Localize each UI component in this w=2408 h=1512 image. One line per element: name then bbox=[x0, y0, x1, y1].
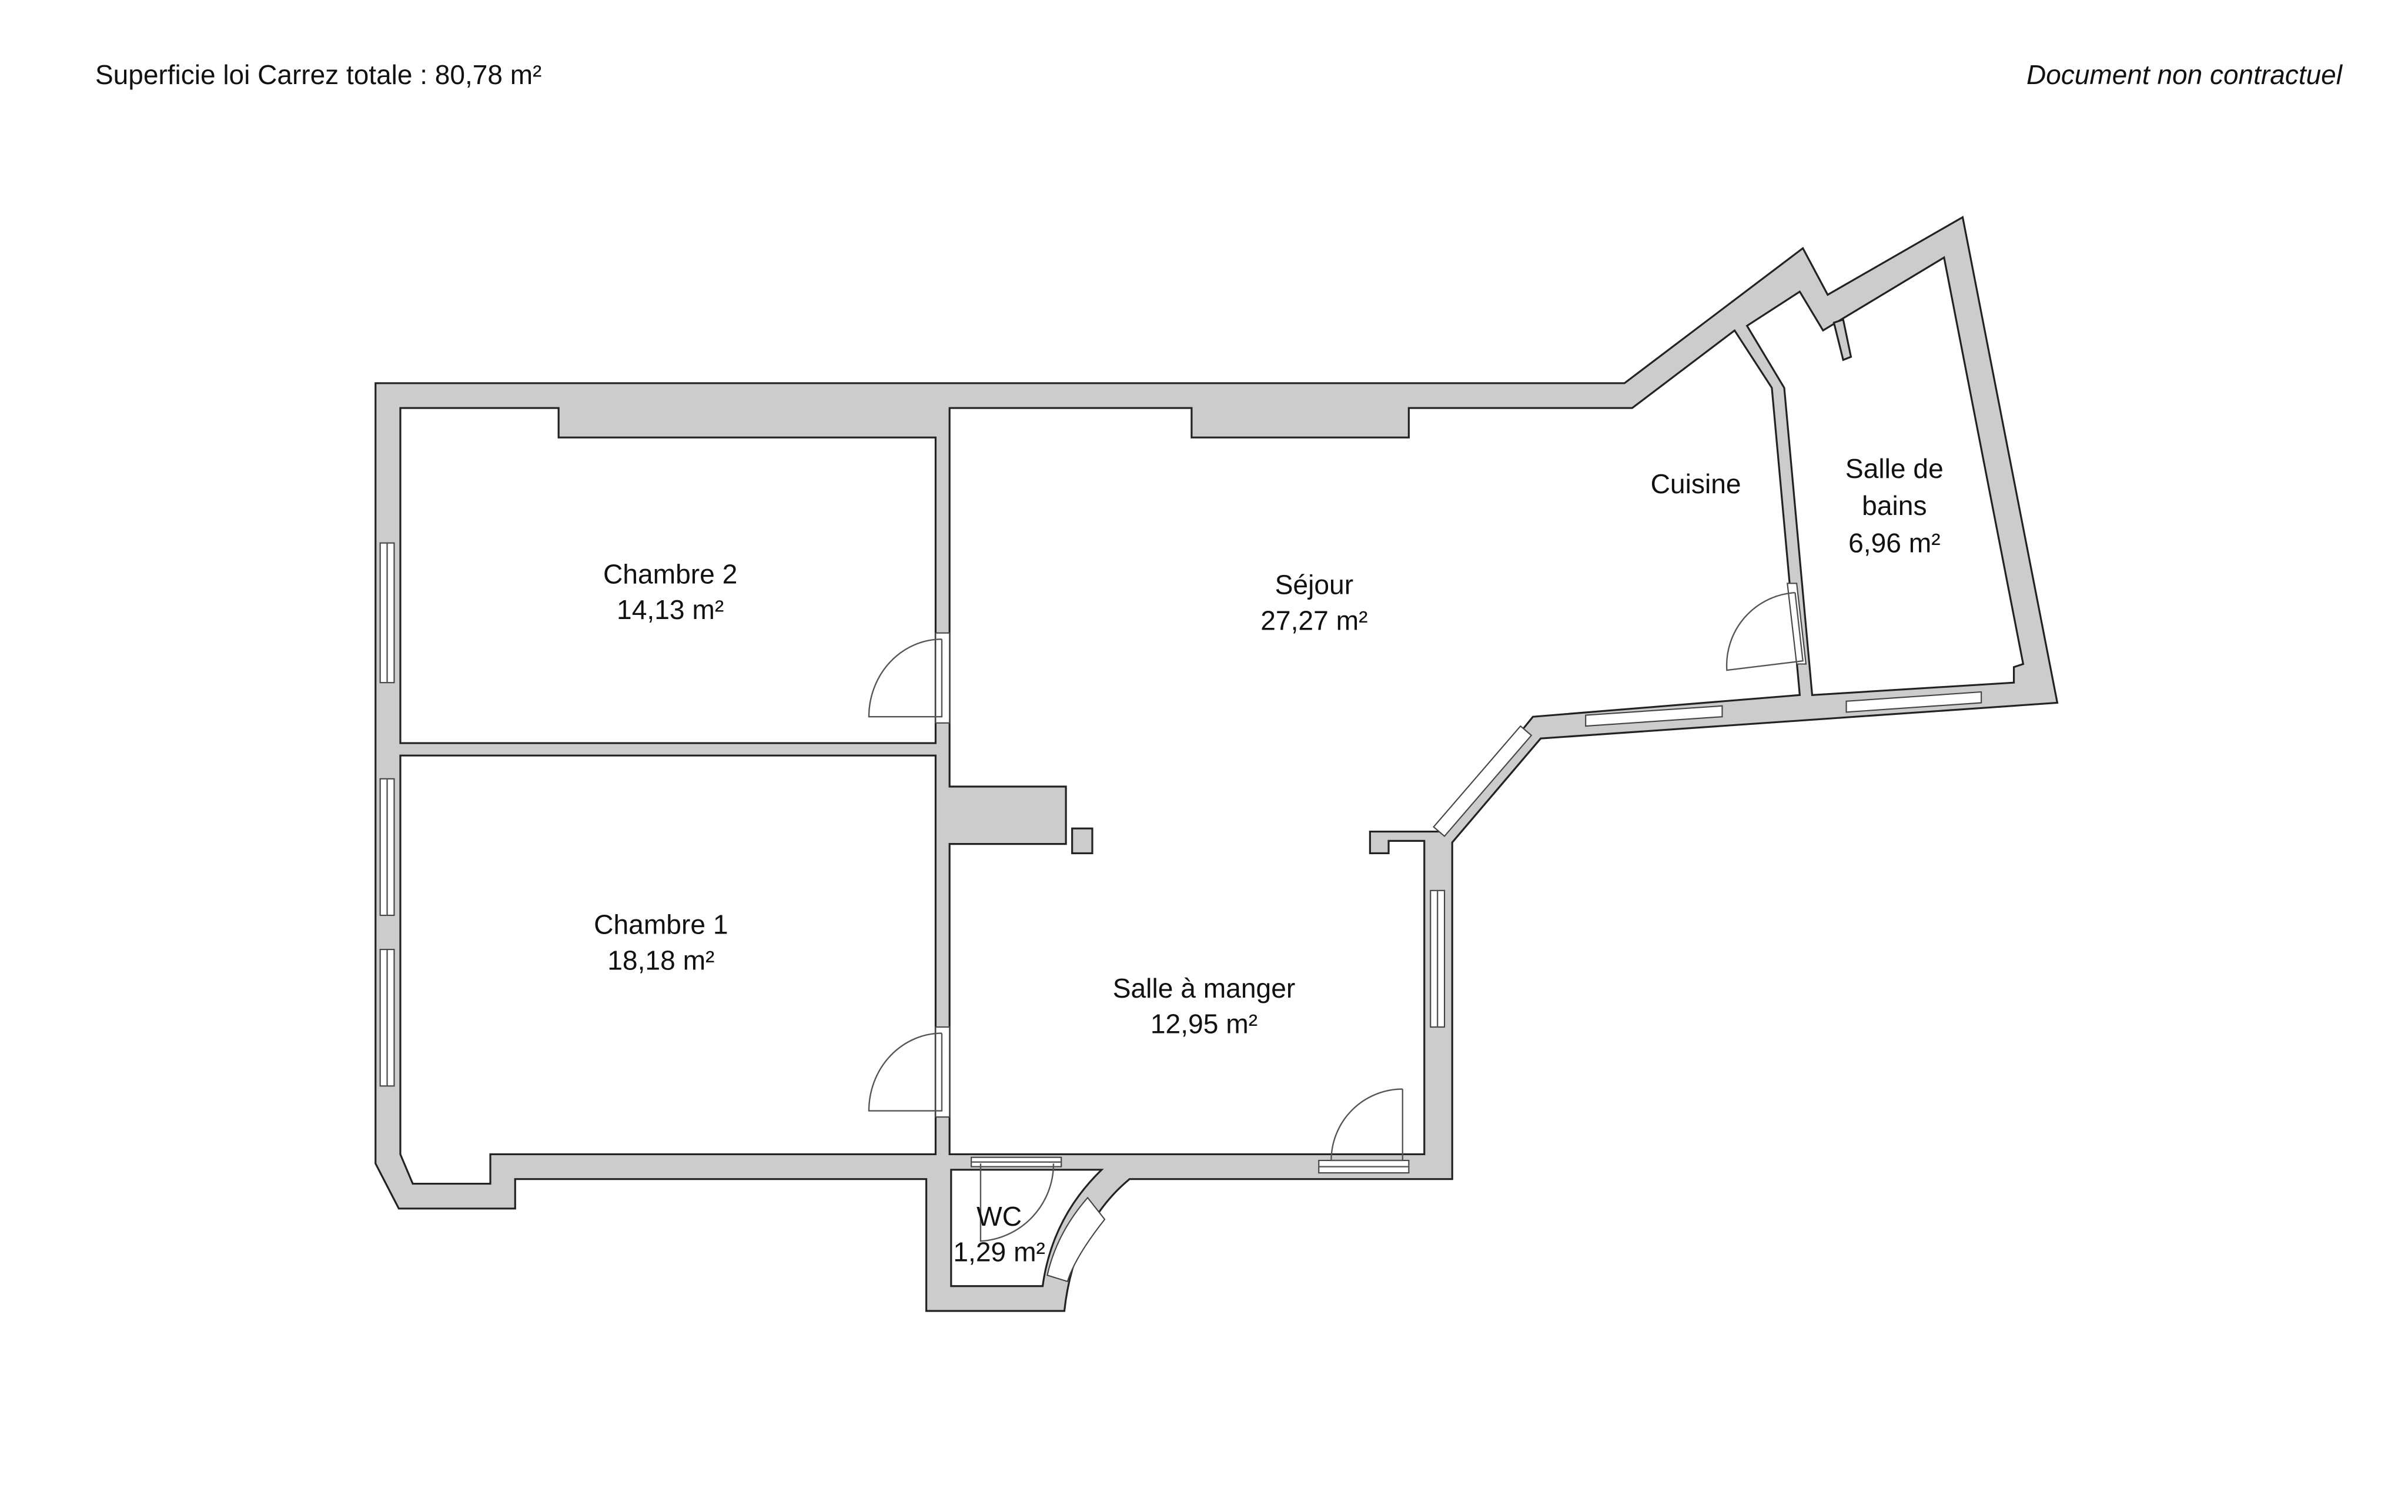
window bbox=[1433, 725, 1533, 837]
door-entree[interactable] bbox=[1330, 1088, 1403, 1162]
room-name: WC bbox=[976, 1201, 1022, 1232]
windows bbox=[379, 542, 1982, 1283]
room-wc bbox=[950, 1169, 1104, 1287]
wall-stub bbox=[1832, 318, 1852, 362]
doors[interactable] bbox=[868, 591, 1804, 1242]
door-salle-de-bains[interactable] bbox=[1725, 591, 1804, 671]
room-sejour-salle-a-manger-cuisine bbox=[948, 329, 1801, 1156]
room-salle-de-bains bbox=[1745, 256, 2025, 696]
room-area: 27,27 m² bbox=[1260, 605, 1367, 635]
window bbox=[1585, 705, 1723, 727]
room-name: Chambre 2 bbox=[603, 558, 737, 589]
room-chambre-2 bbox=[399, 407, 937, 744]
room-name: Cuisine bbox=[1651, 469, 1741, 499]
room-area: 1,29 m² bbox=[953, 1237, 1045, 1267]
door-frame bbox=[935, 632, 951, 724]
door-frame bbox=[935, 1026, 951, 1118]
room-name: Chambre 1 bbox=[594, 909, 728, 940]
disclaimer-label: Document non contractuel bbox=[2026, 59, 2342, 90]
room-area: 14,13 m² bbox=[617, 594, 724, 625]
pillar bbox=[1071, 827, 1093, 855]
door-wc[interactable] bbox=[979, 1163, 1055, 1242]
room-name: Séjour bbox=[1275, 570, 1353, 600]
door-chambre-1[interactable] bbox=[868, 1032, 943, 1112]
room-name: Salle de bbox=[1845, 453, 1944, 484]
total-area-label: Superficie loi Carrez totale : 80,78 m² bbox=[95, 59, 542, 90]
room-name-line2: bains bbox=[1862, 490, 1927, 521]
room-area: 12,95 m² bbox=[1151, 1009, 1257, 1039]
window bbox=[1046, 1196, 1106, 1283]
window bbox=[1845, 691, 1982, 713]
room-area: 18,18 m² bbox=[607, 945, 714, 975]
room-area: 6,96 m² bbox=[1848, 527, 1941, 558]
room-chambre-1 bbox=[399, 754, 937, 1185]
room-name: Salle à manger bbox=[1113, 973, 1296, 1003]
door-chambre-2[interactable] bbox=[868, 638, 943, 718]
